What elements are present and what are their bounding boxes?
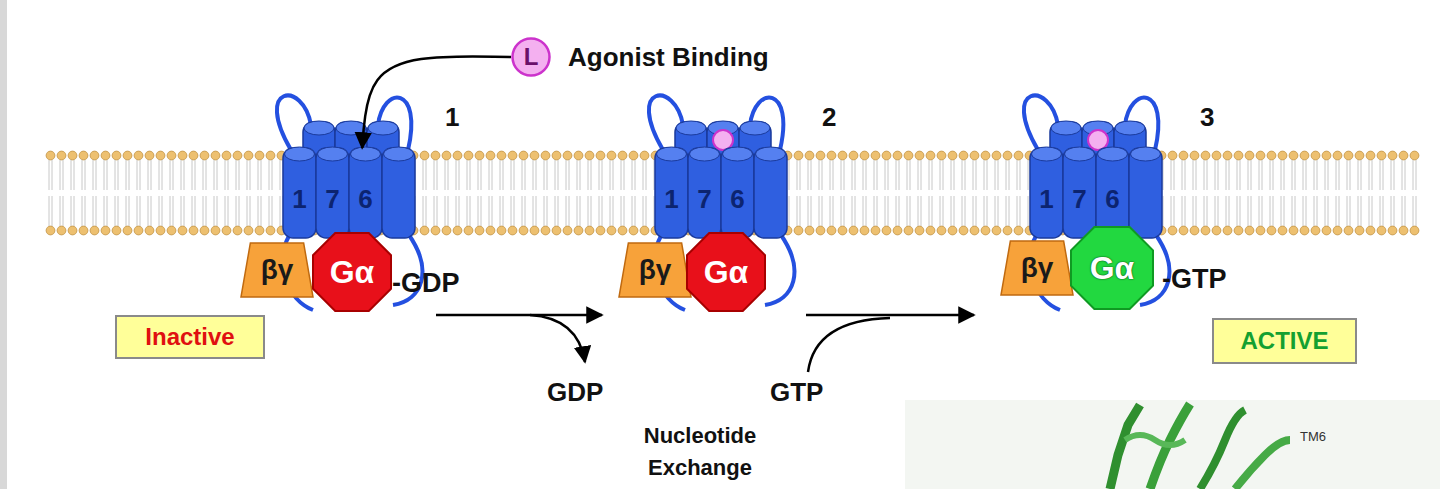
- label-text: TM6: [1300, 429, 1326, 444]
- helix-number: 1: [283, 184, 316, 215]
- node-label: ACTIVE: [1240, 327, 1328, 355]
- node-label: L: [524, 43, 539, 71]
- callout-number: 2: [822, 102, 836, 133]
- label-text: -GDP: [392, 268, 460, 298]
- label-text: -GTP: [1162, 264, 1227, 294]
- structure-inset: [905, 400, 1440, 489]
- node-label: Gα: [1090, 250, 1135, 287]
- label-text: Agonist Binding: [568, 42, 769, 72]
- state-box: Inactive: [115, 315, 265, 359]
- gbetagamma-subunit: βγ: [618, 242, 692, 298]
- side-bar: [0, 0, 7, 489]
- node-label: βγ: [261, 254, 294, 286]
- helix-number: 1: [655, 184, 688, 215]
- ligand-circle: L: [511, 37, 551, 77]
- receptor-helices: 176: [1030, 148, 1162, 238]
- nucleotide-label: -GDP: [392, 268, 460, 299]
- helix-number: 1: [1030, 184, 1063, 215]
- galpha-subunit: Gα: [312, 232, 392, 312]
- helix-number: 7: [316, 184, 349, 215]
- label-text: GDP: [547, 377, 603, 407]
- receptors: [277, 95, 1169, 310]
- gbetagamma-subunit: βγ: [240, 242, 314, 298]
- galpha-subunit: Gα: [686, 232, 766, 312]
- nucleotide-label: -GTP: [1162, 264, 1227, 295]
- helix-number: 7: [688, 184, 721, 215]
- structure-label: TM6: [1300, 429, 1326, 444]
- node-label: Gα: [704, 254, 749, 291]
- receptor-helices: 176: [655, 148, 787, 238]
- receptor-helices: 176: [283, 148, 415, 238]
- state-box: ACTIVE: [1212, 318, 1357, 364]
- callout-number: 3: [1200, 102, 1214, 133]
- helix-number: 7: [1063, 184, 1096, 215]
- node-label: Gα: [330, 254, 375, 291]
- process-arrows: [436, 315, 974, 372]
- step-title: Agonist Binding: [568, 42, 769, 73]
- label-text: 3: [1200, 102, 1214, 132]
- label-text: GTP: [770, 377, 823, 407]
- helix-number: 6: [721, 184, 754, 215]
- node-label: βγ: [1021, 252, 1054, 284]
- helix-number: 6: [349, 184, 382, 215]
- gbetagamma-subunit: βγ: [1000, 240, 1074, 296]
- nucleotide-label: GDP: [547, 377, 603, 408]
- label-text: 2: [822, 102, 836, 132]
- node-label: βγ: [639, 254, 672, 286]
- label-text: Nucleotide Exchange: [644, 423, 756, 480]
- node-label: Inactive: [145, 323, 234, 351]
- process-label: Nucleotide Exchange: [620, 420, 780, 484]
- nucleotide-label: GTP: [770, 377, 823, 408]
- callout-number: 1: [445, 102, 459, 133]
- galpha-subunit: Gα: [1070, 226, 1154, 310]
- label-text: 1: [445, 102, 459, 132]
- helix-number: 6: [1096, 184, 1129, 215]
- binding-arrow: [362, 56, 511, 148]
